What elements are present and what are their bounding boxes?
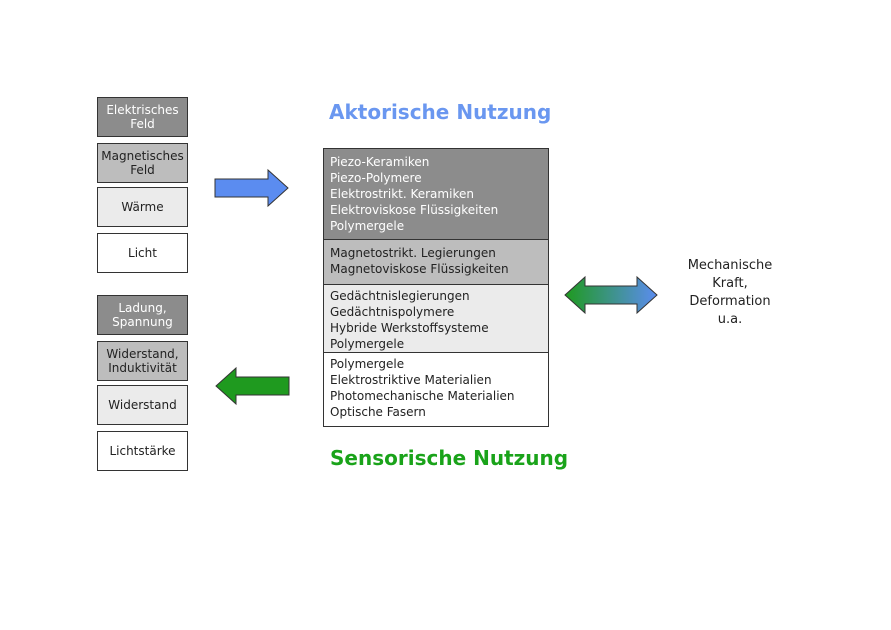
- materials-section-electric: Piezo-Keramiken Piezo-Polymere Elektrost…: [324, 149, 548, 239]
- sensor-box-resistance-inductance: Widerstand, Induktivität: [97, 341, 188, 381]
- input-box-light: Licht: [97, 233, 188, 273]
- mechanical-output-label: Mechanische Kraft, Deformation u.a.: [687, 258, 773, 327]
- materials-section-optical: Polymergele Elektrostriktive Materialien…: [324, 352, 548, 426]
- arrow-right-icon: [214, 168, 289, 208]
- sensor-box-light-intensity: Lichtstärke: [97, 431, 188, 471]
- input-box-electric-field: Elektrisches Feld: [97, 97, 188, 137]
- arrow-left-icon: [215, 366, 290, 406]
- sensor-heading: Sensorische Nutzung: [330, 446, 569, 470]
- input-box-magnetic-field: Magnetisches Feld: [97, 143, 188, 183]
- materials-section-thermal: Gedächtnislegierungen Gedächtnispolymere…: [324, 284, 548, 352]
- materials-stack: Piezo-Keramiken Piezo-Polymere Elektrost…: [323, 148, 549, 427]
- actuator-heading: Aktorische Nutzung: [329, 100, 552, 124]
- materials-section-magnetic: Magnetostrikt. Legierungen Magnetoviskos…: [324, 239, 548, 284]
- double-arrow-icon: [564, 275, 658, 315]
- sensor-box-resistance: Widerstand: [97, 385, 188, 425]
- sensor-box-charge-voltage: Ladung, Spannung: [97, 295, 188, 335]
- input-box-heat: Wärme: [97, 187, 188, 227]
